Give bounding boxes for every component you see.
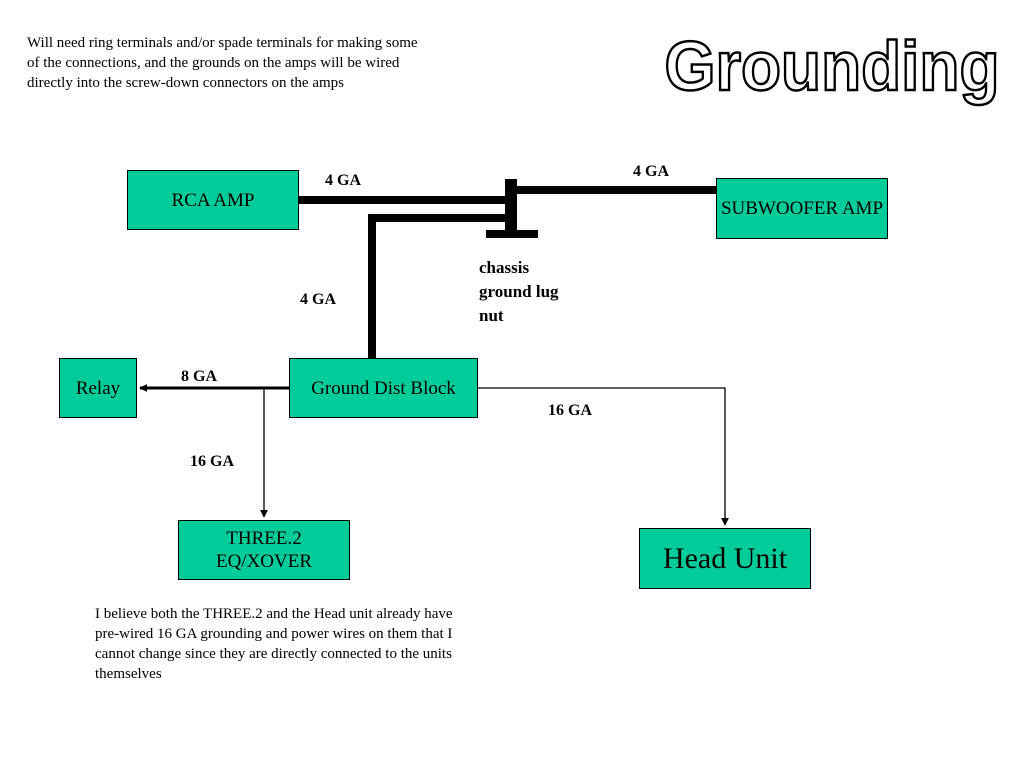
page-title: Grounding (663, 26, 1001, 107)
head-unit-box: Head Unit (639, 528, 811, 589)
wire-block-to-lug (368, 214, 505, 358)
three2-label: THREE.2 EQ/XOVER (215, 528, 313, 572)
rca-wire-gauge-label: 4 GA (325, 172, 361, 189)
three2-eq-xover-box: THREE.2 EQ/XOVER (178, 520, 350, 580)
rca-amp-label: RCA AMP (171, 189, 255, 211)
chassis-ground-lug-icon (486, 179, 538, 238)
relay-label: Relay (75, 377, 121, 399)
sub-wire-gauge-label: 4 GA (633, 163, 669, 180)
note-terminals: Will need ring terminals and/or spade te… (27, 35, 418, 91)
wire-block-to-head-unit (478, 387, 729, 526)
ground-dist-block-box: Ground Dist Block (289, 358, 478, 418)
block-wire-gauge-label: 4 GA (300, 291, 336, 308)
rca-amp-box: RCA AMP (127, 170, 299, 230)
relay-box: Relay (59, 358, 137, 418)
head-unit-label: Head Unit (662, 541, 788, 575)
relay-wire-gauge-label: 8 GA (181, 368, 217, 385)
page-title-text: Grounding (665, 27, 1000, 105)
subwoofer-amp-label: SUBWOOFER AMP (720, 198, 884, 219)
chassis-ground-label: chassis ground lug nut (479, 258, 559, 325)
head-wire-gauge-label: 16 GA (548, 402, 592, 419)
three-wire-gauge-label: 16 GA (190, 453, 234, 470)
note-prewired: I believe both the THREE.2 and the Head … (95, 606, 453, 682)
ground-dist-block-label: Ground Dist Block (311, 377, 456, 399)
subwoofer-amp-box: SUBWOOFER AMP (716, 178, 888, 239)
